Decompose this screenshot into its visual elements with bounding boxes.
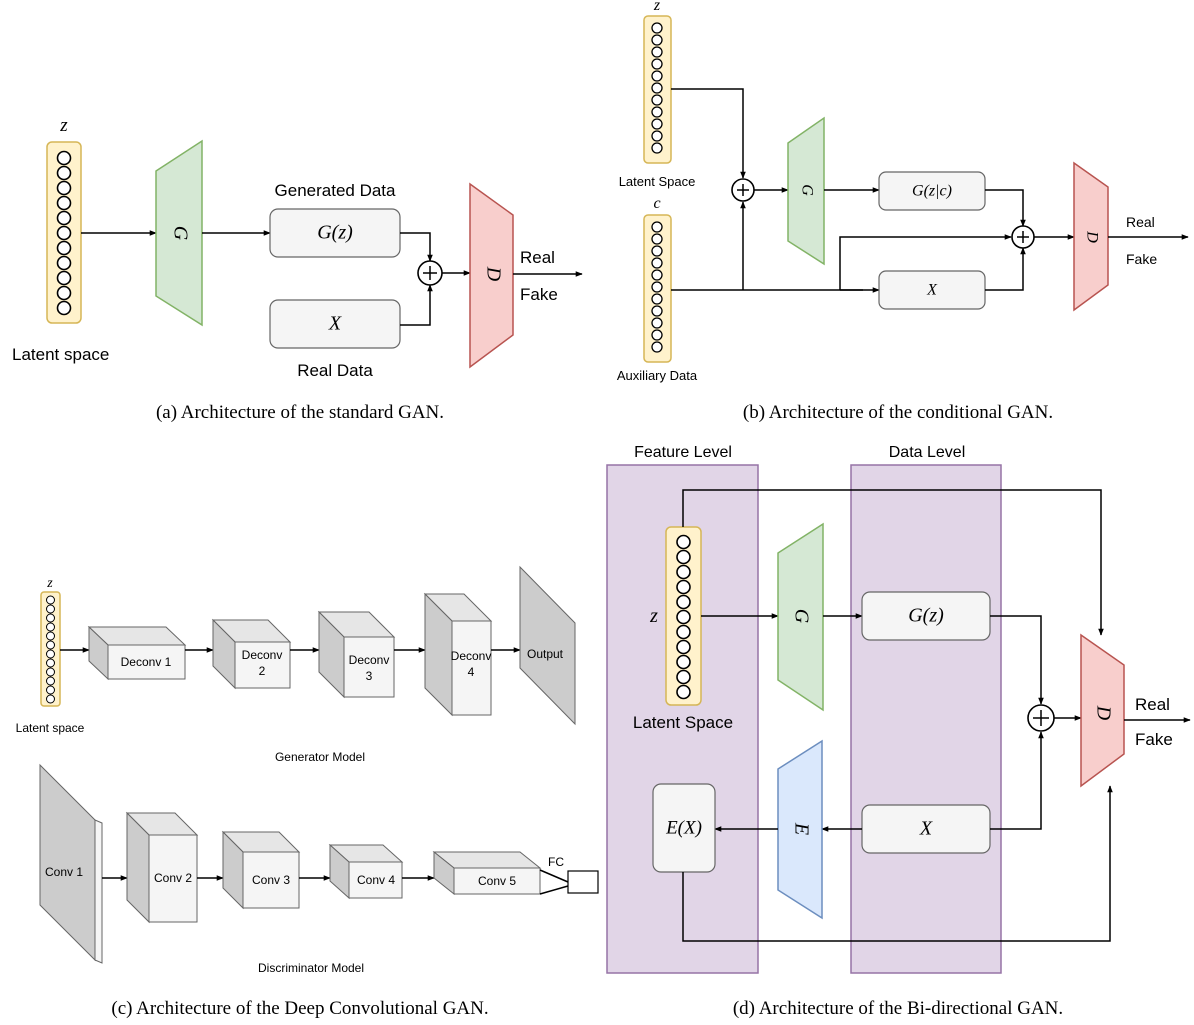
panel-a-standard-gan: z Latent space G Generated Data G(z) X R… [12, 115, 583, 423]
deconv3-label-line2: 3 [366, 669, 373, 683]
data-level-label: Data Level [889, 444, 966, 461]
latent-z-label: z [649, 605, 658, 627]
conv2-label: Conv 2 [154, 871, 192, 885]
fc-node [567, 870, 599, 894]
latent-space-label: Latent space [16, 721, 85, 735]
encoder-label: E [790, 822, 812, 835]
discriminator-label: D [1092, 705, 1114, 721]
latent-z-label: z [46, 576, 53, 591]
arrow-z-to-d [682, 489, 1104, 636]
encoder-block [777, 739, 823, 920]
generator-label: G [798, 184, 815, 196]
gzc-box [878, 171, 986, 211]
discriminator-block [1080, 633, 1125, 788]
auxiliary-nodes [651, 221, 663, 353]
data-level-region [850, 464, 1002, 974]
conv5-label: Conv 5 [478, 874, 516, 888]
caption-c: (c) Architecture of the Deep Convolution… [111, 998, 488, 1019]
latent-z-label: z [653, 0, 661, 14]
real-label: Real [1135, 695, 1170, 714]
discriminator-label: D [482, 266, 504, 282]
discriminator-label: D [1083, 230, 1100, 243]
deconv3-block: Deconv 3 [317, 610, 396, 699]
latent-space-label: Latent Space [619, 174, 696, 189]
real-label: Real [520, 248, 555, 267]
latent-space-label: Latent space [12, 345, 109, 364]
arrow-c-to-sum2 [839, 234, 1012, 290]
latent-nodes [676, 534, 691, 700]
conv2-block: Conv 2 [125, 811, 199, 924]
arrow-x-to-sum [400, 284, 433, 326]
generated-data-label: Generated Data [275, 181, 397, 200]
caption-d: (d) Architecture of the Bi-directional G… [733, 998, 1063, 1019]
output-label: Output [527, 647, 564, 661]
latent-nodes [651, 22, 663, 154]
real-label: Real [1126, 214, 1155, 230]
generator-model-label: Generator Model [275, 750, 365, 764]
x-box [269, 299, 401, 349]
fc-connector-bottom [539, 885, 569, 895]
caption-b: (b) Architecture of the conditional GAN. [743, 402, 1053, 423]
arrow-gz-to-sum [990, 615, 1044, 705]
arrow-x-to-sum2 [985, 247, 1026, 291]
generator-block [777, 522, 824, 712]
latent-nodes [46, 595, 55, 704]
x-label: X [328, 313, 342, 335]
discriminator-model-label: Discriminator Model [258, 961, 364, 975]
conv5-block: Conv 5 [432, 850, 542, 896]
conv4-label: Conv 4 [357, 873, 395, 887]
generator-block [155, 139, 203, 327]
arrow-x-to-sum [990, 731, 1044, 830]
deconv2-label-line1: Deconv [242, 648, 283, 662]
deconv2-block: Deconv 2 [211, 618, 292, 690]
deconv1-block: Deconv 1 [87, 625, 187, 681]
arrow-ex-to-d [682, 785, 1113, 942]
discriminator-block [1073, 161, 1109, 312]
condition-c-label: c [653, 195, 660, 212]
latent-nodes [56, 150, 72, 316]
conv4-block: Conv 4 [328, 843, 404, 900]
arrow-gzc-to-sum2 [985, 189, 1026, 227]
x-label: X [919, 818, 933, 840]
conv3-block: Conv 3 [221, 830, 301, 910]
conv3-label: Conv 3 [252, 873, 290, 887]
deconv4-label-line1: Deconv [451, 649, 492, 663]
conv1-label: Conv 1 [45, 865, 83, 879]
deconv4-label-line2: 4 [468, 665, 475, 679]
latent-z-label: z [59, 115, 68, 136]
conv1-block: Conv 1 [39, 763, 103, 964]
fc-connector-top [539, 869, 569, 883]
ex-box [652, 783, 716, 873]
arrow-gz-to-sum [400, 232, 433, 262]
output-block [519, 565, 576, 726]
auxiliary-data-label: Auxiliary Data [617, 368, 698, 383]
panel-d-bigan: Feature Level Data Level z Latent Space … [606, 444, 1191, 1019]
generator-label: G [169, 226, 191, 241]
gz-label: G(z) [908, 605, 944, 627]
discriminator-block [469, 182, 514, 369]
fc-label: FC [548, 855, 564, 869]
generator-label: G [790, 609, 812, 624]
latent-space-label: Latent Space [633, 713, 733, 732]
generator-block [787, 116, 825, 266]
deconv3-label-line1: Deconv [349, 653, 390, 667]
gzc-label: G(z|c) [912, 183, 952, 200]
caption-a: (a) Architecture of the standard GAN. [156, 402, 444, 423]
gz-label: G(z) [317, 222, 353, 244]
ex-label: E(X) [665, 817, 702, 838]
fake-label: Fake [520, 285, 558, 304]
fake-label: Fake [1135, 730, 1173, 749]
panel-c-dcgan: z Latent space Deconv 1 Deconv 2 [16, 565, 599, 1019]
arrow-z-to-sum1 [671, 88, 746, 179]
x-label: X [926, 282, 938, 299]
real-data-label: Real Data [297, 361, 373, 380]
deconv1-label: Deconv 1 [121, 655, 172, 669]
deconv2-label-line2: 2 [259, 664, 266, 678]
panel-b-conditional-gan: z Latent Space c Auxiliary Data G G(z|c) [617, 0, 1189, 423]
feature-level-label: Feature Level [634, 444, 732, 461]
fake-label: Fake [1126, 251, 1157, 267]
deconv4-block: Deconv 4 [423, 592, 493, 717]
